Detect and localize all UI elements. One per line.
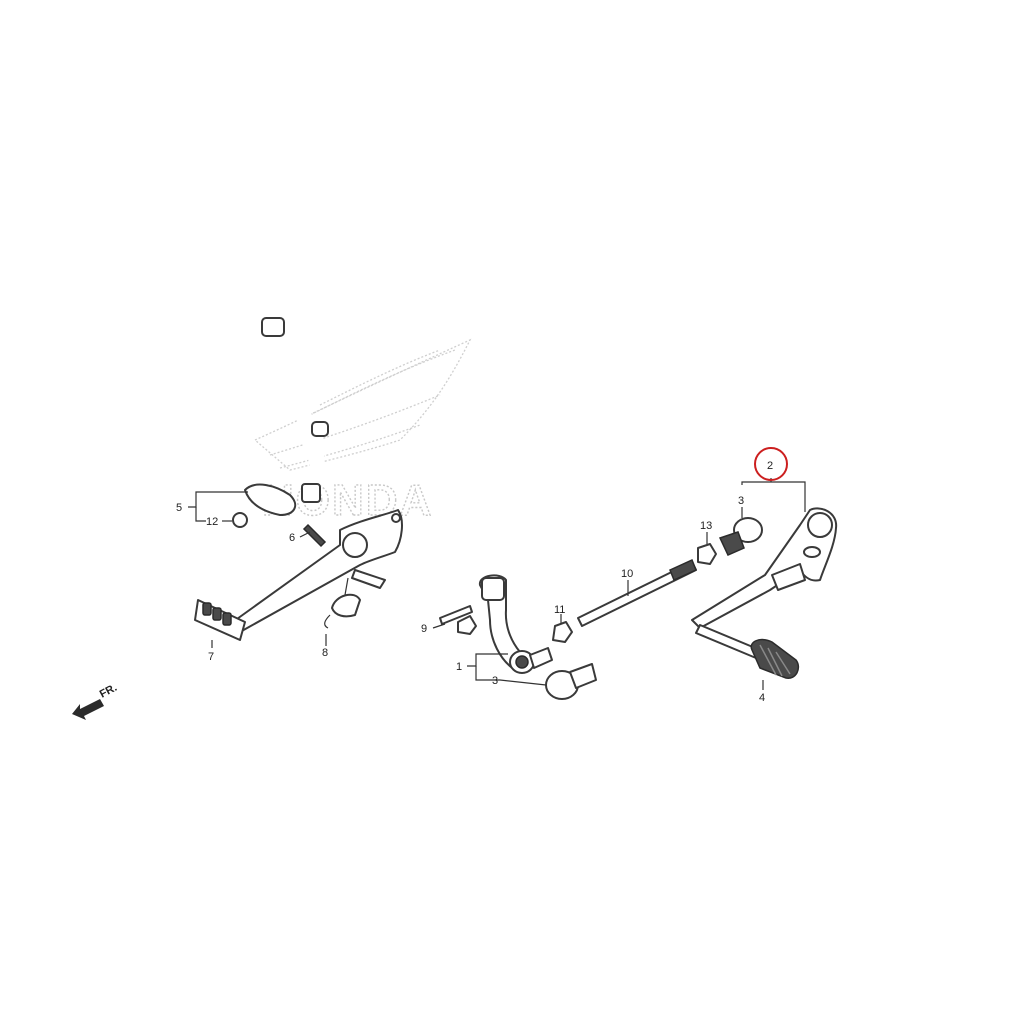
highlight-circle (754, 447, 788, 481)
brake-pedal-arm (229, 509, 403, 633)
rod-clamp (301, 483, 321, 503)
callout-6: 6 (289, 532, 295, 544)
rod-joint (311, 421, 329, 437)
rod-end-top (261, 317, 285, 337)
retaining-clip (232, 512, 248, 528)
callout-10: 10 (621, 568, 633, 580)
shift-pedal-pivot (807, 512, 833, 538)
brake-pedal-assembly (194, 317, 403, 641)
callout-9: 9 (421, 623, 427, 635)
lock-nut-13 (697, 543, 717, 565)
callouts: 5 12 6 7 8 9 1 3 11 10 13 3 4 2 (176, 447, 788, 704)
leader-lines (188, 478, 806, 690)
pedal-pivot (342, 532, 368, 558)
callout-1: 1 (456, 661, 462, 673)
callout-7: 7 (208, 651, 214, 663)
gear-shift-pedal-assembly (691, 507, 838, 679)
callout-4: 4 (759, 692, 765, 704)
rod-clevis (244, 483, 297, 516)
stop-switch-spring (331, 593, 361, 618)
pivot-hole (391, 513, 401, 523)
callout-11: 11 (554, 604, 565, 616)
shift-arm-bolt (439, 605, 473, 625)
callout-12: 12 (206, 516, 218, 528)
callout-3-lower: 3 (492, 675, 498, 687)
front-label: FR. (98, 682, 119, 701)
callout-13: 13 (700, 520, 712, 532)
return-spring (302, 523, 327, 548)
peg-shaft (695, 624, 761, 659)
callout-5: 5 (176, 502, 182, 514)
front-direction-marker: FR. (72, 682, 119, 720)
callout-2: 2 (767, 460, 773, 472)
pedal-ball-joint (733, 517, 763, 543)
front-arrow-icon (72, 699, 104, 720)
shift-arm-assembly (439, 558, 697, 700)
lock-nut-11 (552, 621, 573, 643)
callout-8: 8 (322, 647, 328, 659)
callout-3-upper: 3 (738, 495, 744, 507)
pedal-bracket (351, 569, 386, 589)
